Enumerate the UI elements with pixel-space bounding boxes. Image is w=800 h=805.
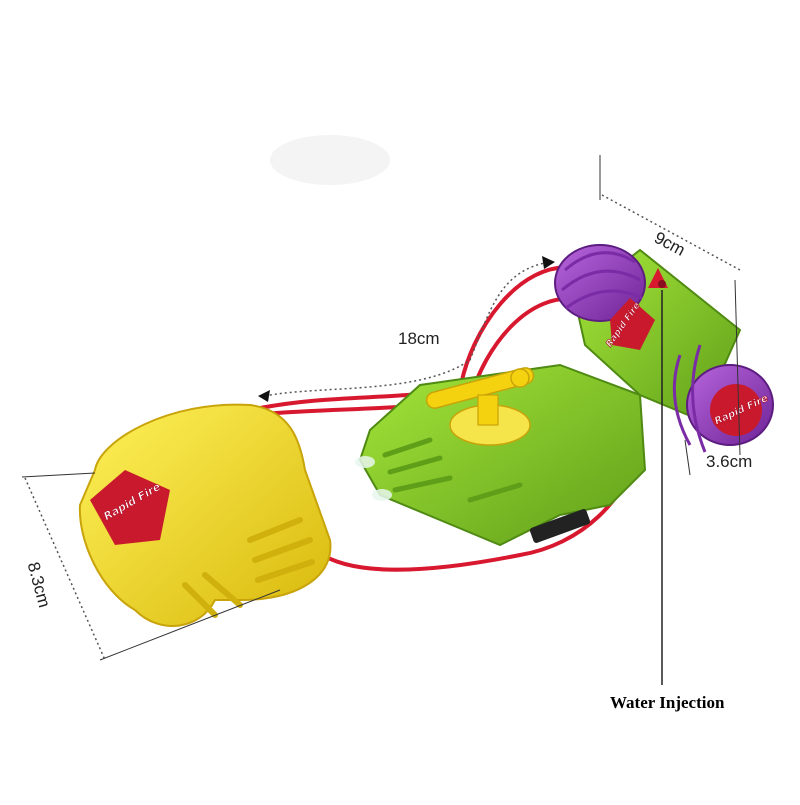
dim-cylinder-length	[601, 194, 741, 271]
background-highlight	[270, 135, 390, 185]
dimension-lines	[21, 155, 741, 685]
dim-tank-height	[24, 477, 106, 661]
dim-hose-length	[264, 261, 551, 397]
trigger	[425, 367, 535, 446]
end-cap-grips	[672, 344, 707, 453]
pump-cylinder: Rapid Fire Rapid Fire	[554, 244, 774, 453]
tank-badge	[90, 470, 170, 545]
tank-body	[78, 403, 332, 627]
arrow-right-icon	[542, 256, 555, 269]
water-injection-label: Water Injection	[610, 693, 725, 712]
body-shell	[358, 363, 647, 547]
body-ribs	[382, 437, 523, 503]
wrist-strap	[529, 509, 591, 543]
tank-ridges	[182, 517, 315, 618]
arrow-left-icon	[258, 390, 270, 402]
dim-label-hose-length: 18cm	[398, 329, 440, 348]
water-outlets	[355, 456, 392, 501]
cylinder-badge	[610, 298, 655, 350]
end-cap-badge	[710, 384, 762, 436]
wrist-body	[355, 363, 647, 547]
top-cap-grips	[561, 251, 643, 310]
water-tank: Rapid Fire	[78, 403, 332, 627]
dim-label-cylinder-diameter: 3.6cm	[706, 452, 753, 471]
water-nozzle	[658, 280, 666, 288]
